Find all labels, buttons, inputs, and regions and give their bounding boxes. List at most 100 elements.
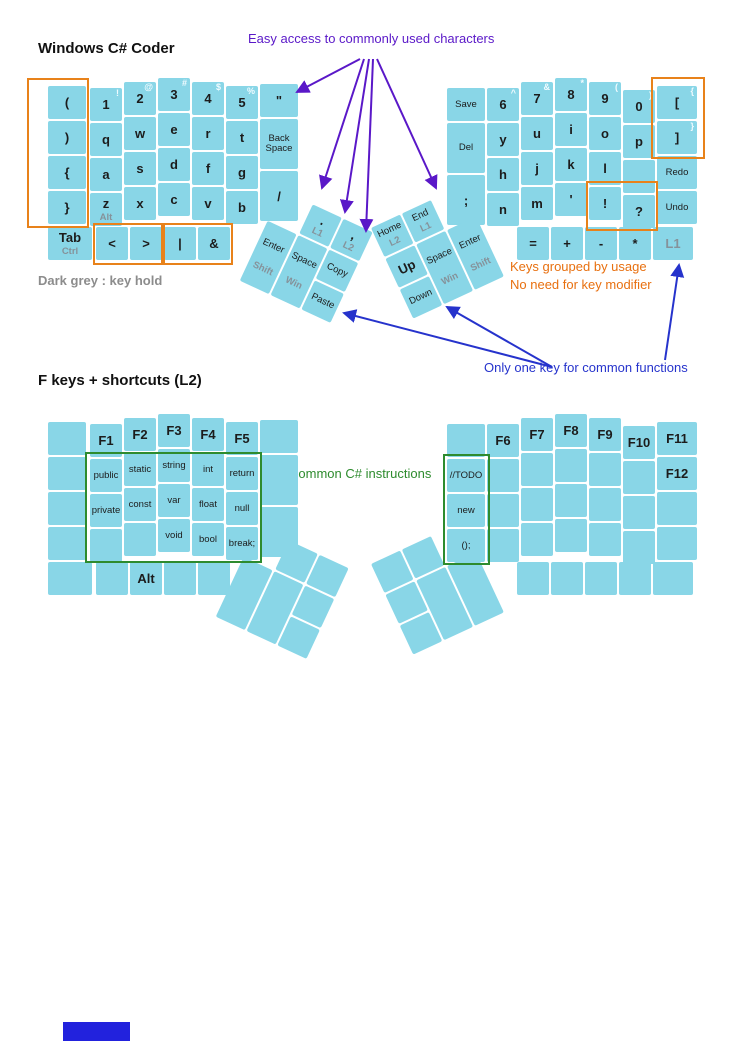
key-blank [48, 527, 86, 560]
key-blank [198, 562, 230, 595]
key-blank [48, 492, 86, 525]
key-a: a [90, 158, 122, 191]
annotation-no-modifier: No need for key modifier [510, 277, 652, 292]
key-close-brace: } [48, 191, 86, 224]
key-f3: F3 [158, 414, 190, 447]
key-f6: F6 [487, 424, 519, 457]
key-exclam: ! [589, 187, 621, 220]
key-w: w [124, 117, 156, 150]
key-del: Del [447, 123, 485, 173]
key-0: 0) [623, 90, 655, 123]
key-f11: F11 [657, 422, 697, 455]
key-j: j [521, 152, 553, 185]
key-blank [48, 457, 86, 490]
key-3: 3# [158, 78, 190, 111]
key-blank [521, 453, 553, 486]
key-blank [551, 562, 583, 595]
key-2: 2@ [124, 82, 156, 115]
key-blank [521, 488, 553, 521]
key-b: b [226, 191, 258, 224]
key-open-brace: { [48, 156, 86, 189]
key-5: 5% [226, 86, 258, 119]
key-private: private [90, 494, 122, 527]
key-l: l [589, 152, 621, 185]
key-blank [657, 492, 697, 525]
key-float: float [192, 488, 224, 521]
key-8: 8* [555, 78, 587, 111]
key-f8: F8 [555, 414, 587, 447]
key-blank [623, 531, 655, 564]
key-blank [653, 562, 693, 595]
key-blank [555, 519, 587, 552]
key-alt: Alt [130, 562, 162, 595]
key-k: k [555, 148, 587, 181]
key-n: n [487, 193, 519, 226]
key-blank [555, 449, 587, 482]
annotation-common-csharp: Common C# instructions [289, 466, 432, 481]
key-p: p [623, 125, 655, 158]
highlight-csharp-left [85, 452, 262, 563]
highlight-exclam-question-keys [586, 181, 658, 231]
highlight-csharp-right [443, 454, 490, 565]
key-redo: Redo [657, 156, 697, 189]
key-9: 9( [589, 82, 621, 115]
key-equals: = [517, 227, 549, 260]
annotation-easy-access: Easy access to commonly used characters [248, 31, 495, 46]
key-blank [589, 453, 621, 486]
key-l1: L1 [653, 227, 693, 260]
key-blank [521, 523, 553, 556]
key-blank [619, 562, 651, 595]
key-blank [260, 420, 298, 453]
annotation-key-hold: Dark grey : key hold [38, 273, 163, 288]
key-q: q [90, 123, 122, 156]
key-blank [589, 488, 621, 521]
highlight-pipe-ampersand-keys [161, 223, 233, 265]
key-public: public [90, 459, 122, 492]
key-blank [487, 529, 519, 562]
key-string: string [158, 449, 190, 482]
key-greater-than: > [130, 227, 162, 260]
key-h: h [487, 158, 519, 191]
key-open-bracket: [{ [657, 86, 697, 119]
key-blank [164, 562, 196, 595]
key-todo: //TODO [447, 459, 485, 492]
key-d: d [158, 148, 190, 181]
key-s: s [124, 152, 156, 185]
key-semicolon: ; [447, 175, 485, 225]
key-less-than: < [96, 227, 128, 260]
key-4: 4$ [192, 82, 224, 115]
key-g: g [226, 156, 258, 189]
footer-bar [63, 1022, 130, 1041]
key-bool: bool [192, 523, 224, 556]
key-blank [447, 424, 485, 457]
key-pipe: | [164, 227, 196, 260]
layer1-title: Windows C# Coder [38, 40, 175, 57]
key-blank [555, 484, 587, 517]
key-undo: Undo [657, 191, 697, 224]
key-underscore: _ [623, 160, 655, 193]
key-v: v [192, 187, 224, 220]
key-blank [487, 459, 519, 492]
key-1: 1! [90, 88, 122, 121]
key-o: o [589, 117, 621, 150]
key-c: c [158, 183, 190, 216]
key-blank [623, 496, 655, 529]
key-r: r [192, 117, 224, 150]
key-var: var [158, 484, 190, 517]
key-f: f [192, 152, 224, 185]
key-blank [260, 455, 298, 505]
highlight-angle-bracket-keys [93, 223, 165, 265]
key-t: t [226, 121, 258, 154]
key-apostrophe: ' [555, 183, 587, 216]
key-minus: - [585, 227, 617, 260]
key-blank [48, 562, 92, 595]
key-f1: F1 [90, 424, 122, 457]
key-blank [517, 562, 549, 595]
key-question: ? [623, 195, 655, 228]
key-blank [657, 527, 697, 560]
highlight-square-bracket-keys [651, 77, 705, 159]
key-f10: F10 [623, 426, 655, 459]
key-m: m [521, 187, 553, 220]
